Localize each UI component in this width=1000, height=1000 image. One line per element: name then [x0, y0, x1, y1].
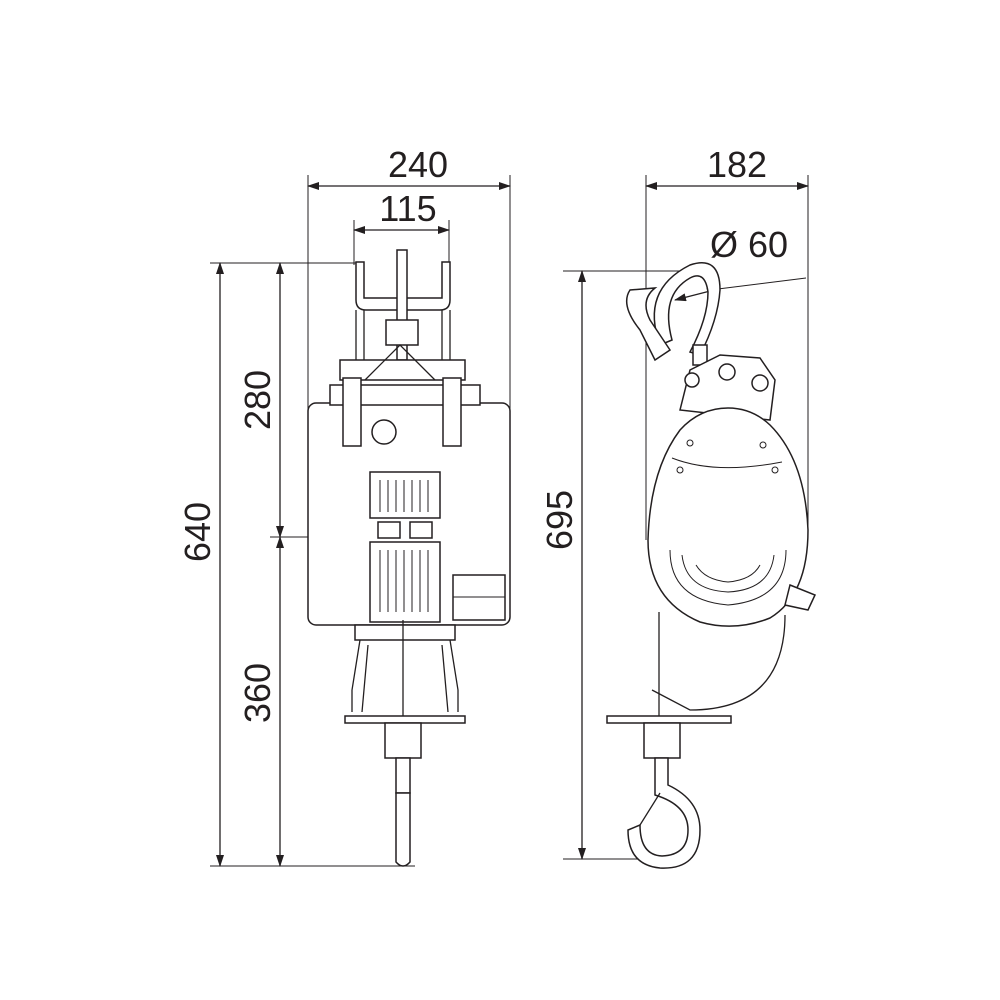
bottom-hook: [627, 757, 701, 869]
side-clamp-left: [342, 377, 362, 447]
limit-plate: [344, 715, 466, 724]
eye-bolt: [371, 419, 397, 445]
side-clamp-right: [442, 377, 462, 447]
button-right: [409, 521, 433, 539]
dimension-hook-diameter: Ø 60: [710, 224, 788, 265]
side-view-dimensions: 182 Ø 60 695: [539, 144, 809, 860]
bottom-hook-latch: [639, 792, 661, 826]
front-view-hoist: [307, 249, 511, 867]
hanger-bracket: [355, 261, 451, 311]
rear-bracket: [784, 583, 817, 611]
side-plate: [679, 354, 776, 421]
hook-shank: [395, 757, 411, 794]
dimension-height-total: 640: [177, 502, 218, 562]
dimension-height-upper: 280: [237, 370, 278, 430]
lower-frame: [354, 624, 456, 641]
hook-block-side: [643, 722, 681, 759]
dimension-height-lower: 360: [237, 663, 278, 723]
side-view-hoist: [606, 262, 817, 869]
dimension-width-overall: 240: [388, 144, 448, 185]
motor-housing-side: [647, 407, 809, 627]
dimension-width-hanger: 115: [379, 188, 436, 229]
hook: [395, 792, 411, 867]
dimension-height-total-side: 695: [539, 490, 580, 550]
crossbar: [339, 359, 466, 381]
bolt-block: [385, 319, 419, 346]
dimension-depth-overall: 182: [707, 144, 767, 185]
hook-latch: [625, 287, 672, 362]
limit-plate-side: [606, 715, 732, 724]
front-view-dimensions: 240 115 640 280 360: [177, 144, 511, 867]
control-cable: [651, 614, 786, 711]
button-left: [377, 521, 401, 539]
hook-block: [384, 722, 422, 759]
